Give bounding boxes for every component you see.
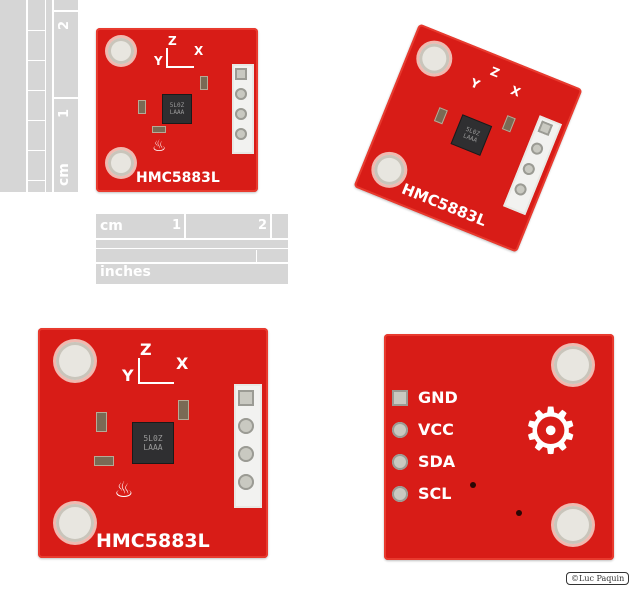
pin-pad	[235, 128, 247, 140]
pin-pad-scl	[392, 486, 408, 502]
mounting-hole	[56, 342, 94, 380]
ruler-unit-cm: cm	[100, 218, 123, 234]
axis-arrows-icon	[138, 358, 174, 384]
capacitor	[200, 76, 208, 90]
pin-pad	[238, 418, 254, 434]
magnetometer-chip: 5L0Z LAAA	[162, 94, 192, 124]
pin-pad	[235, 108, 247, 120]
ruler-unit-cm: cm	[56, 163, 72, 186]
pin-pad	[235, 68, 247, 80]
vertical-ruler: inches cm 1 2	[0, 0, 78, 192]
axis-y-label: Y	[468, 75, 482, 92]
axis-y-label: Y	[122, 366, 134, 385]
horizontal-ruler: cm 1 2 inches	[96, 214, 288, 284]
pcb-board-front-rotated: Z Y X 5L0Z LAAA HMC5883L	[353, 23, 583, 253]
pin-pad	[238, 446, 254, 462]
logo-flame-icon: ♨	[152, 136, 167, 155]
ruler-number-2: 2	[57, 20, 72, 30]
logo-flame-icon: ♨	[114, 478, 134, 503]
mounting-hole	[108, 38, 134, 64]
capacitor	[152, 126, 166, 133]
pin-label-scl: SCL	[418, 484, 452, 503]
part-label: HMC5883L	[96, 530, 210, 552]
pin-label-sda: SDA	[418, 452, 456, 471]
via	[470, 482, 476, 488]
pcb-board-front-small: Z Y X 5L0Z LAAA HMC5883L ♨	[96, 28, 258, 192]
magnetometer-chip: 5L0Z LAAA	[132, 422, 174, 464]
open-hardware-gear-icon: ⚙	[522, 395, 580, 469]
ruler-number-1: 1	[57, 108, 72, 118]
axis-x-label: X	[194, 44, 204, 58]
capacitor	[138, 100, 146, 114]
axis-z-label: Z	[488, 64, 502, 81]
capacitor	[433, 107, 448, 125]
pin-pad	[238, 474, 254, 490]
axis-y-label: Y	[154, 54, 163, 68]
pin-pad-sda	[392, 454, 408, 470]
axis-x-label: X	[176, 354, 189, 373]
pin-pad	[238, 390, 254, 406]
mounting-hole	[108, 150, 134, 176]
pin-pad-gnd	[392, 390, 408, 406]
mounting-hole	[414, 39, 454, 79]
mounting-hole	[554, 346, 592, 384]
pin-pad	[235, 88, 247, 100]
axis-z-label: Z	[140, 340, 152, 359]
axis-z-label: Z	[168, 34, 177, 48]
pin-label-vcc: VCC	[418, 420, 454, 439]
mounting-hole	[56, 504, 94, 542]
pcb-board-front-large: Z Y X 5L0Z LAAA ♨ HMC5883L	[38, 328, 268, 558]
ruler-unit-inches: inches	[100, 264, 151, 280]
pcb-board-back: GND VCC SDA SCL ⚙	[384, 334, 614, 560]
photo-credit: ©Luc Paquin	[566, 572, 630, 585]
part-label: HMC5883L	[136, 170, 220, 186]
capacitor	[96, 412, 107, 432]
pin-label-gnd: GND	[418, 388, 458, 407]
magnetometer-chip: 5L0Z LAAA	[450, 114, 493, 156]
axis-arrows-icon	[166, 48, 194, 68]
capacitor	[501, 115, 516, 133]
pin-pad-vcc	[392, 422, 408, 438]
via	[516, 510, 522, 516]
ruler-unit-inches: inches	[0, 97, 2, 148]
capacitor	[94, 456, 114, 466]
ruler-number-2: 2	[258, 218, 268, 233]
capacitor	[178, 400, 189, 420]
part-label: HMC5883L	[399, 179, 490, 231]
axis-x-label: X	[508, 83, 523, 100]
mounting-hole	[554, 506, 592, 544]
ruler-number-1: 1	[172, 218, 182, 233]
